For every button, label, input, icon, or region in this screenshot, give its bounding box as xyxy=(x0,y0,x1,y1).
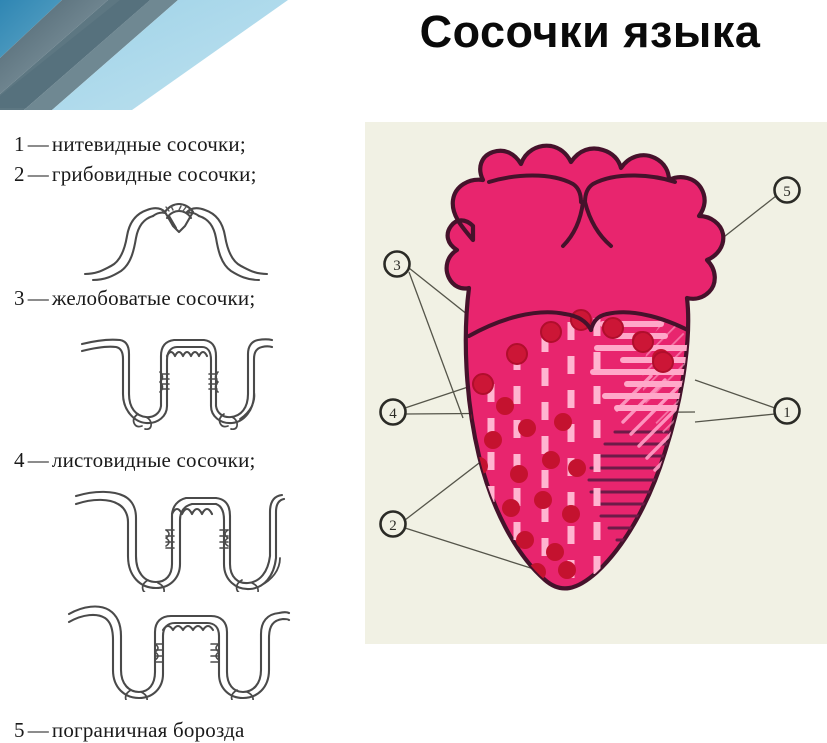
marker-1-label: 1 xyxy=(783,405,791,421)
legend-list: 1—нитевидные сосочки; 2—грибовидные сосо… xyxy=(0,126,352,742)
legend-item-3-label: желобоватые сосочки; xyxy=(51,286,256,310)
legend-item-1-number: 1 xyxy=(14,132,25,156)
legend-item-4-number: 4 xyxy=(14,448,25,472)
leader-2b xyxy=(404,527,538,571)
fungiform-papilla-diagram xyxy=(0,196,352,286)
legend-item-2-number: 2 xyxy=(14,162,25,186)
marker-3-label: 3 xyxy=(393,258,401,274)
legend-item-1: 1—нитевидные сосочки; xyxy=(14,132,246,157)
marker-2[interactable]: 2 xyxy=(379,510,407,538)
marker-5[interactable]: 5 xyxy=(773,176,801,204)
legend-item-5-dash: — xyxy=(27,718,49,742)
legend-item-1-label: нитевидные сосочки; xyxy=(51,132,246,156)
legend-item-4: 4—листовидные сосочки; xyxy=(14,448,256,473)
legend-item-1-dash: — xyxy=(27,132,49,156)
marker-4-label: 4 xyxy=(389,406,397,422)
legend-item-5-label: пограничная борозда xyxy=(51,718,245,742)
legend-item-2: 2—грибовидные сосочки; xyxy=(14,162,257,187)
marker-5-label: 5 xyxy=(783,184,791,200)
legend-item-5-number: 5 xyxy=(14,718,25,742)
legend-item-3-dash: — xyxy=(27,286,49,310)
ribbon-stripes xyxy=(0,0,288,110)
tongue-illustration-panel: 5 3 1 4 2 xyxy=(365,122,827,644)
leader-1b xyxy=(694,413,776,423)
legend-item-5: 5—пограничная борозда xyxy=(14,718,245,743)
legend-item-2-label: грибовидные сосочки; xyxy=(51,162,257,186)
marker-2-label: 2 xyxy=(389,518,397,534)
leader-1a xyxy=(694,379,776,409)
marker-1[interactable]: 1 xyxy=(773,397,801,425)
foliate-papilla-diagram xyxy=(0,482,352,592)
legend-item-4-dash: — xyxy=(27,448,49,472)
page-title: Сосочки языка xyxy=(419,6,761,57)
legend-item-4-label: листовидные сосочки; xyxy=(51,448,256,472)
corner-ribbon-decoration xyxy=(0,0,300,110)
legend-item-3-number: 3 xyxy=(14,286,25,310)
terminal-sulcus-diagram xyxy=(0,596,352,700)
vallate-papilla-diagram xyxy=(0,322,352,430)
leader-3b xyxy=(408,271,464,419)
marker-3[interactable]: 3 xyxy=(383,250,411,278)
filiform-papillae-dashes xyxy=(487,318,601,589)
tongue-body xyxy=(444,143,726,591)
marker-4[interactable]: 4 xyxy=(379,398,407,426)
marker-circles: 5 3 1 4 2 xyxy=(379,176,801,538)
legend-item-3: 3—желобоватые сосочки; xyxy=(14,286,255,311)
legend-item-2-dash: — xyxy=(27,162,49,186)
